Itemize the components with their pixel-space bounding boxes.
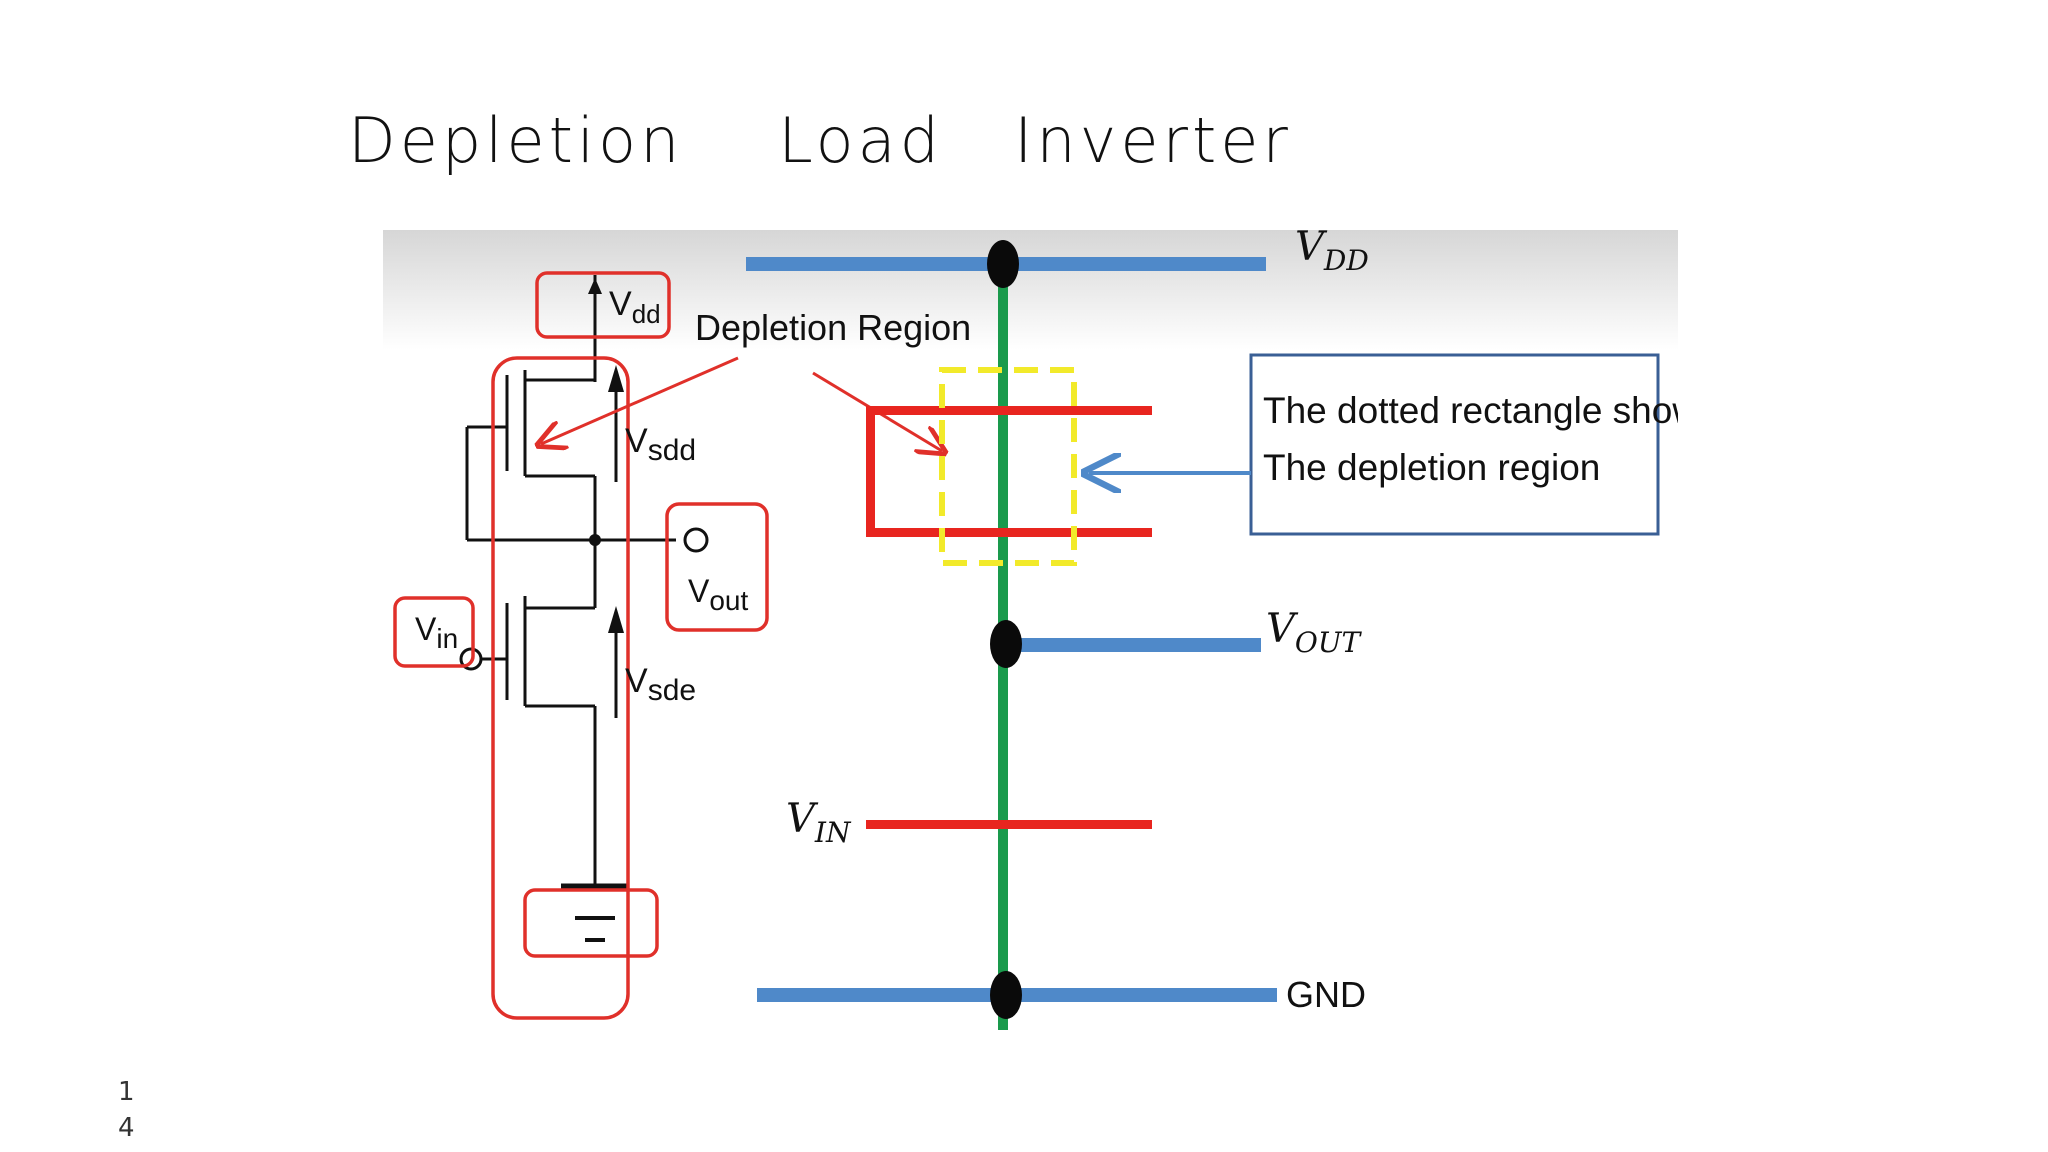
circuit-annotation-boxes xyxy=(393,271,769,1020)
stick-vin-label: VIN xyxy=(786,796,852,849)
depletion-poly-gate xyxy=(866,406,1152,537)
gnd-contact xyxy=(990,971,1022,1019)
vdd-label: Vdd xyxy=(609,285,661,329)
stick-vdd-label: VDD xyxy=(1295,230,1369,277)
slide-title: Depletion Load Inverter xyxy=(348,104,1292,177)
note-line-2: The depletion region xyxy=(1263,447,1600,488)
vin-label: Vin xyxy=(415,611,458,654)
depletion-arrow-left xyxy=(541,356,739,444)
vout-label: Vout xyxy=(688,573,748,616)
vsde-arrow xyxy=(608,606,624,718)
note-line-1: The dotted rectangle shows xyxy=(1263,390,1678,431)
vin-poly xyxy=(866,820,1152,829)
output-node-dot xyxy=(589,534,601,546)
depletion-region-label: Depletion Region xyxy=(695,307,971,348)
page-number-digit-1: 1 xyxy=(118,1077,135,1107)
vsdd-arrow xyxy=(608,365,624,482)
page-number-digit-2: 4 xyxy=(118,1113,135,1143)
output-terminal xyxy=(683,527,709,553)
vsdd-label: Vsdd xyxy=(625,422,696,467)
diagram-background-fade xyxy=(383,230,1678,350)
vout-metal xyxy=(1003,638,1261,652)
vout-contact xyxy=(990,620,1022,668)
vsde-label: Vsde xyxy=(625,662,696,707)
depletion-region-box xyxy=(939,367,1077,566)
vdd-contact xyxy=(987,240,1019,288)
stick-gnd-label: GND xyxy=(1286,974,1366,1015)
stick-vout-label: VOUT xyxy=(1266,606,1362,659)
note-box xyxy=(1249,353,1660,536)
inverter-diagram: Vdd Vsdd Vout Vin Vsde Depletion Region … xyxy=(383,230,1678,1030)
circuit-schematic xyxy=(465,275,676,889)
